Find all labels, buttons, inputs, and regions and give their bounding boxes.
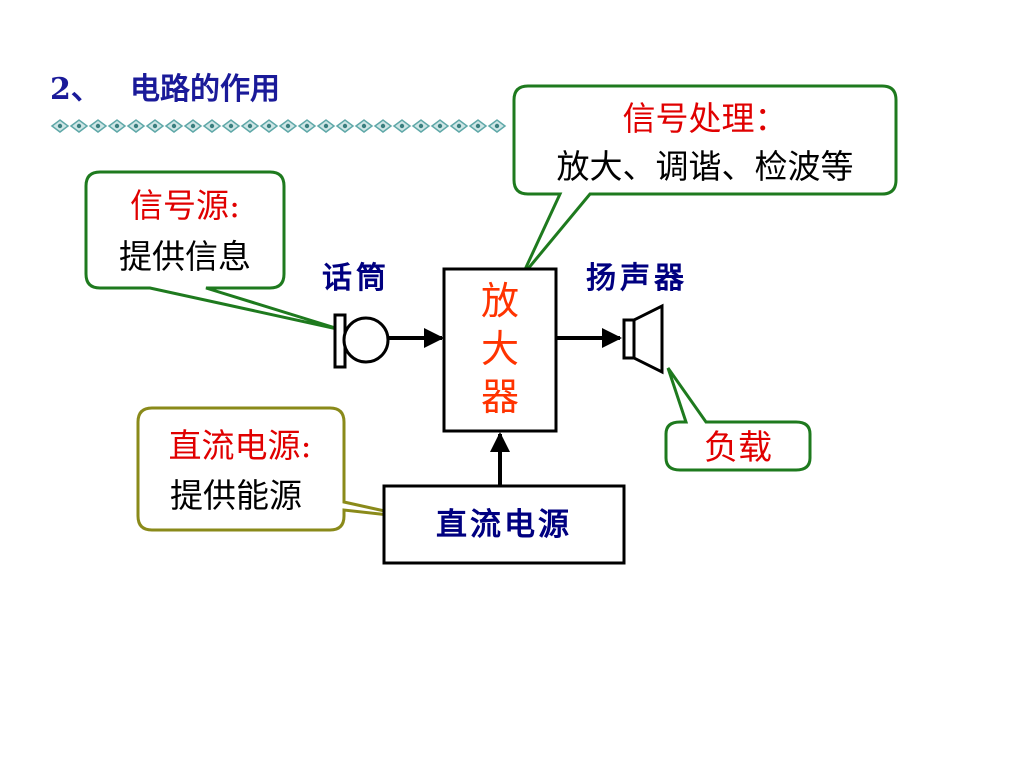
callout-dc-power-body: 提供能源 [170, 476, 302, 515]
diamond-dot-icon [437, 123, 443, 129]
diamond-dot-icon [285, 123, 291, 129]
diamond-dot-icon [209, 123, 215, 129]
diamond-dot-icon [456, 123, 462, 129]
diamond-dot-icon [57, 123, 63, 129]
diamond-dot-icon [152, 123, 158, 129]
callout-signal-processing-body: 放大、调谐、检波等 [557, 147, 854, 186]
diamond-dot-icon [76, 123, 82, 129]
callout-load-heading: 负载 [704, 428, 772, 468]
diamond-chain-divider-icon [50, 119, 507, 133]
amplifier-char-2: 大 [481, 327, 519, 371]
page-title: 2、 电路的作用 [50, 72, 280, 107]
callout-signal-processing: 信号处理： 放大、调谐、检波等 [512, 84, 898, 277]
diamond-dot-icon [361, 123, 367, 129]
diamond-dot-icon [171, 123, 177, 129]
diamond-dot-icon [380, 123, 386, 129]
diamond-dot-icon [475, 123, 481, 129]
amplifier-char-3: 器 [481, 375, 519, 419]
callout-dc-power: 直流电源: 提供能源 [136, 406, 417, 532]
diamond-dot-icon [114, 123, 120, 129]
dc-supply-block: 直流电源 [382, 484, 626, 565]
diamond-dot-icon [399, 123, 405, 129]
callout-signal-source-body: 提供信息 [119, 237, 251, 276]
microphone-icon [333, 313, 390, 369]
speaker-icon [622, 303, 664, 375]
diamond-dot-icon [266, 123, 272, 129]
diamond-dot-icon [323, 123, 329, 129]
microphone-label: 话筒 [322, 261, 390, 296]
diamond-dot-icon [190, 123, 196, 129]
diamond-dot-icon [342, 123, 348, 129]
callout-dc-power-heading: 直流电源: [168, 426, 311, 465]
callout-signal-processing-heading: 信号处理： [623, 99, 788, 138]
diamond-dot-icon [494, 123, 500, 129]
title-number: 2、 [50, 72, 101, 107]
amplifier-char-1: 放 [481, 279, 519, 323]
dc-supply-label: 直流电源 [436, 507, 572, 543]
speaker-label: 扬声器 [586, 261, 688, 296]
diamond-dot-icon [228, 123, 234, 129]
diamond-dot-icon [247, 123, 253, 129]
diamond-dot-icon [133, 123, 139, 129]
diamond-dot-icon [304, 123, 310, 129]
callout-signal-source: 信号源: 提供信息 [84, 170, 343, 332]
callout-load: 负载 [664, 367, 812, 472]
amplifier-block: 放 大 器 [442, 267, 558, 433]
diamond-dot-icon [95, 123, 101, 129]
callout-signal-source-heading: 信号源: [130, 186, 240, 225]
title-text: 电路的作用 [130, 72, 280, 107]
diamond-dot-icon [418, 123, 424, 129]
